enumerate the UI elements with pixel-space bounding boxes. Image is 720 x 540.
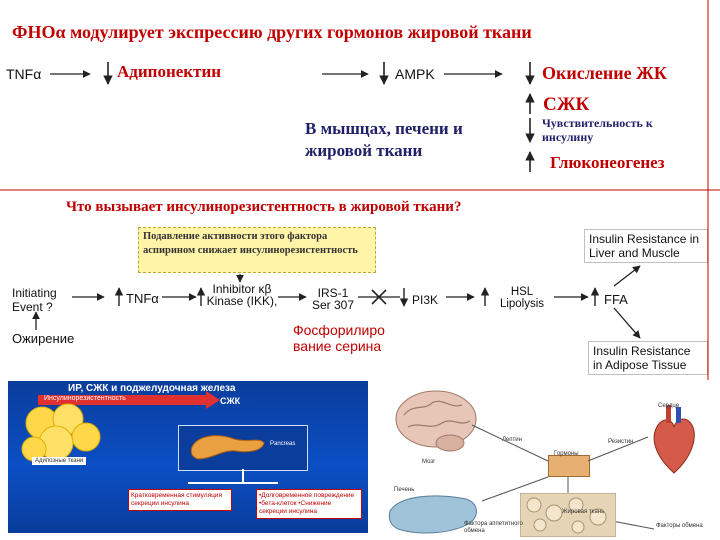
phosphorylation-label: Фосфорилиро вание серина — [293, 322, 385, 354]
organs-panel: Мозг Сердце Гормоны Лептин Резистин Пече… — [372, 381, 712, 540]
ir-arrow-banner — [38, 395, 208, 405]
organs-lines — [471, 424, 655, 530]
sensitivity-label: Чувствительность к инсулину — [542, 116, 653, 144]
middle-tnf-label: TNFα — [126, 291, 159, 306]
irs1-label: IRS-1 Ser 307 — [311, 286, 355, 312]
pancreas-panel: ИР, СЖК и поджелудочная железа Инсулинор… — [8, 381, 368, 533]
pancreas-drawing — [190, 435, 265, 460]
panel-connector-main — [242, 469, 244, 483]
ampk-label: AMPK — [395, 66, 435, 82]
heart-label: Сердце — [658, 403, 680, 409]
adipose-tissue-drawing — [520, 493, 616, 537]
inhibit-x2 — [371, 289, 387, 305]
ffa-label: FFA — [604, 292, 628, 307]
factors-a-label: Фактора аппетитного обмена — [464, 521, 523, 534]
gluconeogenesis-label: Глюконеогенез — [550, 153, 665, 172]
adipose-tag: Адипозные ткани — [32, 457, 87, 465]
factors-b-label: Факторы обмена — [656, 523, 703, 529]
ikk-label: Inhibitor κβ Kinase (IKK), — [206, 282, 278, 308]
pi3k-label: PI3K — [412, 293, 439, 307]
top-title: ФНОα модулирует экспрессию других гормон… — [12, 22, 532, 42]
brain-drawing — [395, 390, 477, 452]
heart-drawing — [653, 405, 695, 474]
arrow-ffa-liver — [613, 265, 641, 287]
oxidation-label: Окисление ЖК — [542, 63, 667, 83]
resistin-label: Резистин — [608, 439, 634, 445]
ir-arrow-head — [206, 391, 220, 409]
ir-adipose-box: Insulin Resistance in Adipose Tissue — [588, 341, 708, 375]
long-term-box: •Долговременное повреждение •бета-клеток… — [256, 489, 362, 519]
pancreas-label: Pancreas — [270, 441, 296, 447]
ir-banner-label: Инсулинорезистентность — [44, 395, 126, 402]
hormone-blocks — [548, 455, 590, 477]
obesity-label: Ожирение — [12, 331, 75, 346]
panel-connector-h — [188, 482, 278, 484]
liver-label: Печень — [394, 487, 415, 493]
tissues-label: В мышцах, печени и жировой ткани — [305, 119, 463, 160]
short-term-box: Кратковременная стимуляция секреции инсу… — [128, 489, 232, 511]
adiponectin-label: Адипонектин — [117, 62, 222, 81]
adipose-cells-drawing — [21, 403, 101, 462]
panel-szhk-label: СЖК — [220, 396, 241, 406]
hsl-label: HSL Lipolysis — [499, 286, 545, 310]
top-tnf-label: TNFα — [6, 66, 42, 82]
brain-label: Мозг — [422, 459, 436, 465]
liver-drawing — [388, 495, 477, 534]
hormones-label: Гормоны — [554, 451, 579, 457]
pancreas-panel-title: ИР, СЖК и поджелудочная железа — [68, 383, 236, 394]
aspirin-note: Подавление активности этого фактора аспи… — [138, 227, 376, 273]
arrow-ffa-adipose — [613, 307, 641, 339]
adipose-tissue-label: Жировая ткань — [562, 509, 605, 515]
initiating-event-label: Initiating Event ? — [12, 286, 57, 314]
middle-title: Что вызывает инсулинорезистентность в жи… — [66, 199, 462, 215]
szhk-label: СЖК — [543, 94, 590, 115]
leptin-label: Лептин — [502, 437, 522, 443]
